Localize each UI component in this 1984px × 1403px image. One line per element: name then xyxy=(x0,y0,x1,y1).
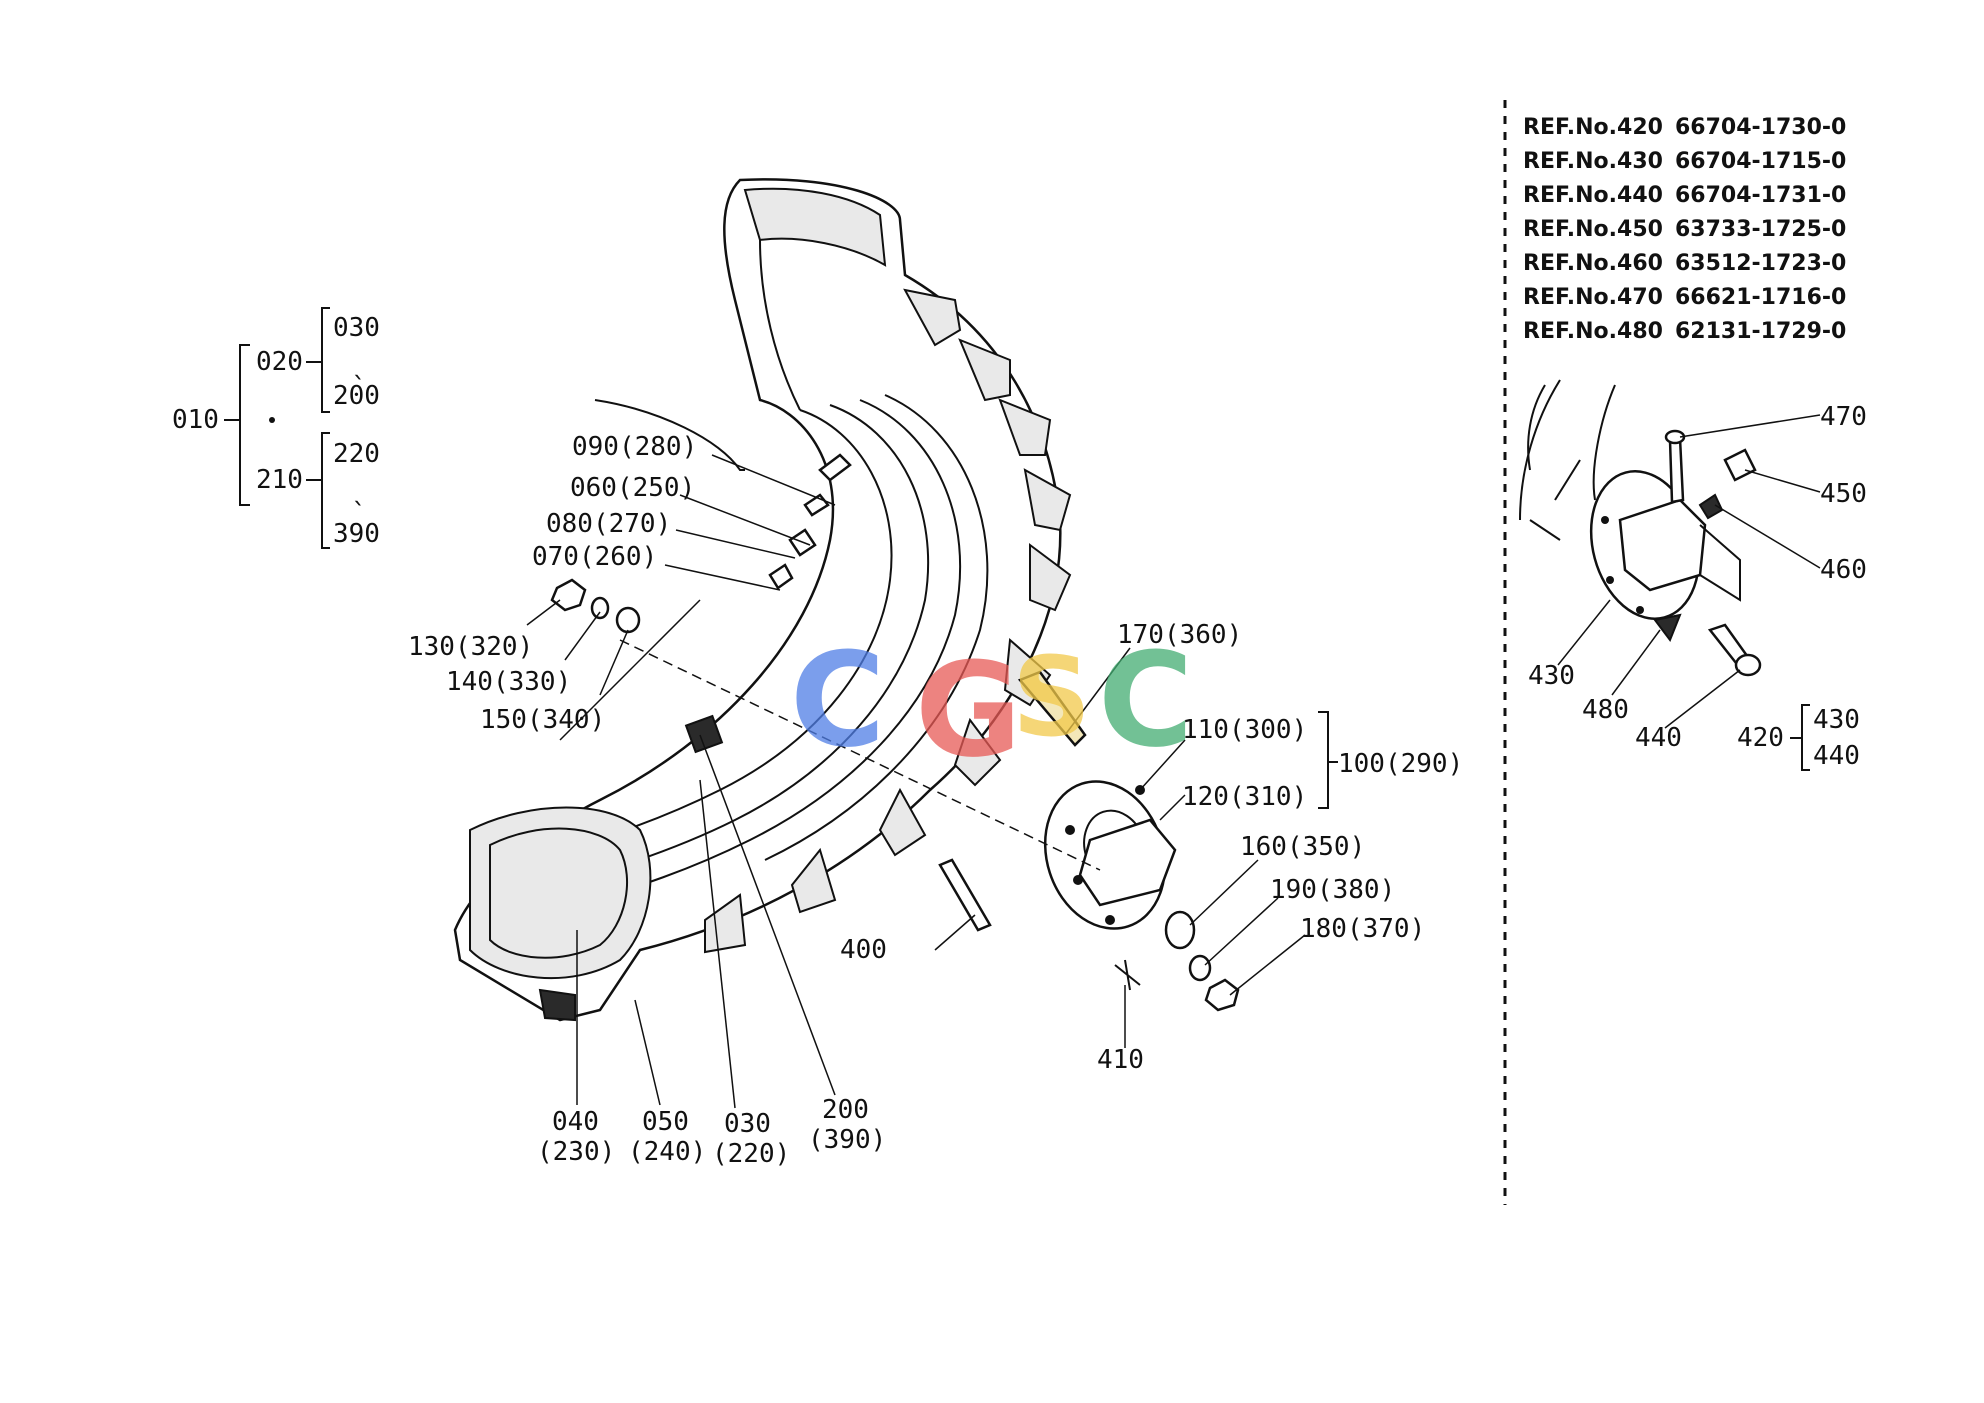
callout-480: 480 xyxy=(1582,695,1629,725)
ref-part-number: 66704-1731-0 xyxy=(1675,183,1846,208)
ref-label: REF.No.440 xyxy=(1523,183,1663,208)
ref-label: REF.No.430 xyxy=(1523,149,1663,174)
callout-400: 400 xyxy=(840,935,887,965)
tree-group2-label: 210 xyxy=(256,465,303,495)
assembly-tree: 010 020 030 ˎ 200 210 220 ˎ 390 xyxy=(172,307,380,549)
watermark-logo: C G S C xyxy=(790,624,1193,786)
callout-190: 190(380) xyxy=(1270,875,1395,905)
callout-440: 440 xyxy=(1635,723,1682,753)
callout-060: 060(250) xyxy=(570,473,695,503)
bottom-callouts: 040 (230) 050 (240) 030 (220) 200 (390) xyxy=(537,1095,886,1169)
watermark-letter: G xyxy=(915,634,1022,786)
tree-group1-bottom: 200 xyxy=(333,381,380,411)
callout-050-top: 050 xyxy=(642,1107,689,1137)
ref-label: REF.No.450 xyxy=(1523,217,1663,242)
tree-group1-label: 020 xyxy=(256,347,303,377)
callout-460: 460 xyxy=(1820,555,1867,585)
tree-root: 010 xyxy=(172,405,219,435)
callout-420: 420 xyxy=(1737,723,1784,753)
callout-430: 430 xyxy=(1528,661,1575,691)
callout-110: 110(300) xyxy=(1182,715,1307,745)
ref-label: REF.No.480 xyxy=(1523,319,1663,344)
callout-120: 120(310) xyxy=(1182,782,1307,812)
ref-part-number: 63512-1723-0 xyxy=(1675,251,1846,276)
callout-040-top: 040 xyxy=(552,1107,599,1137)
callout-050-bottom: (240) xyxy=(628,1137,706,1167)
callout-130: 130(320) xyxy=(408,632,533,662)
tire-illustration xyxy=(453,178,1240,1022)
callout-070: 070(260) xyxy=(532,542,657,572)
ref-label: REF.No.460 xyxy=(1523,251,1663,276)
callout-150: 150(340) xyxy=(480,705,605,735)
callout-180: 180(370) xyxy=(1300,914,1425,944)
callout-160: 160(350) xyxy=(1240,832,1365,862)
tree-group2-bottom: 390 xyxy=(333,519,380,549)
callout-040-bottom: (230) xyxy=(537,1137,615,1167)
callout-080: 080(270) xyxy=(546,509,671,539)
callout-140: 140(330) xyxy=(446,667,571,697)
callout-470: 470 xyxy=(1820,402,1867,432)
callout-100: 100(290) xyxy=(1338,749,1463,779)
inset-hub-illustration xyxy=(1519,379,1762,677)
ref-label: REF.No.420 xyxy=(1523,115,1663,140)
leader-lines xyxy=(526,454,1338,1109)
tree-group2-top: 220 xyxy=(333,439,380,469)
inset-labels: 470 450 460 430 480 440 420 430 440 xyxy=(1528,402,1867,771)
callout-410: 410 xyxy=(1097,1045,1144,1075)
inset-leader-lines xyxy=(1557,414,1821,771)
ref-part-number: 62131-1729-0 xyxy=(1675,319,1846,344)
ref-part-number: 66704-1715-0 xyxy=(1675,149,1846,174)
callout-030-bottom: (220) xyxy=(712,1139,790,1169)
watermark-letter: S xyxy=(1012,633,1091,761)
callout-420-sub-bottom: 440 xyxy=(1813,741,1860,771)
ref-part-number: 66704-1730-0 xyxy=(1675,115,1846,140)
watermark-letter: C xyxy=(790,624,885,776)
callout-200-top: 200 xyxy=(822,1095,869,1125)
callout-030-top: 030 xyxy=(724,1109,771,1139)
callout-450: 450 xyxy=(1820,479,1867,509)
reference-list: REF.No.420 66704-1730-0 REF.No.430 66704… xyxy=(1523,115,1846,344)
svg-text:ˎ: ˎ xyxy=(350,475,366,506)
ref-part-number: 63733-1725-0 xyxy=(1675,217,1846,242)
callout-labels: 090(280) 060(250) 080(270) 070(260) 130(… xyxy=(408,432,1463,1075)
tree-group1-top: 030 xyxy=(333,313,380,343)
ref-part-number: 66621-1716-0 xyxy=(1675,285,1846,310)
svg-text:ˎ: ˎ xyxy=(350,349,366,380)
watermark-letter: C xyxy=(1098,624,1193,776)
callout-090: 090(280) xyxy=(572,432,697,462)
callout-170: 170(360) xyxy=(1117,620,1242,650)
callout-200-bottom: (390) xyxy=(808,1125,886,1155)
ref-label: REF.No.470 xyxy=(1523,285,1663,310)
callout-420-sub-top: 430 xyxy=(1813,705,1860,735)
